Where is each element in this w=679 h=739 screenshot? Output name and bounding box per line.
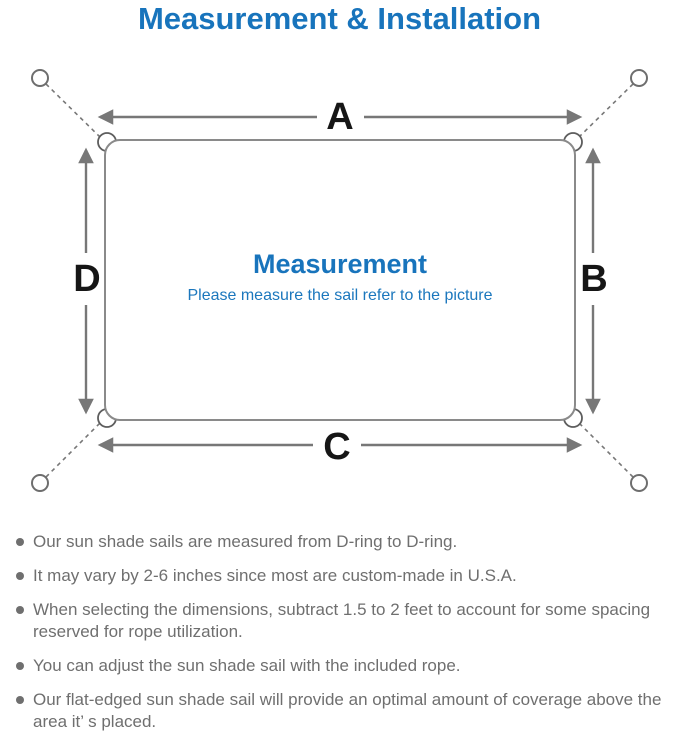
measurement-heading: Measurement (252, 249, 428, 279)
note-text: You can adjust the sun shade sail with t… (33, 656, 461, 675)
anchor-point-icon (31, 474, 49, 492)
sail-measurement-diagram (31, 69, 648, 492)
rope-line-top-left (45, 83, 102, 139)
note-item: When selecting the dimensions, subtract … (14, 599, 673, 643)
sail-center-text: Measurement Please measure the sail refe… (130, 248, 550, 305)
note-text: Our flat-edged sun shade sail will provi… (33, 690, 662, 731)
bullet-dot-icon (16, 538, 24, 546)
anchor-point-icon (31, 69, 49, 87)
dimension-arrows (78, 109, 601, 453)
rope-line-bottom-right (577, 421, 634, 478)
rope-line-bottom-left (45, 421, 102, 478)
note-text: Our sun shade sails are measured from D-… (33, 532, 458, 551)
rope-line-top-right (577, 83, 634, 139)
note-item: Our flat-edged sun shade sail will provi… (14, 689, 673, 733)
dimension-label-c: C (323, 426, 351, 468)
bullet-dot-icon (16, 662, 24, 670)
bullet-dot-icon (16, 606, 24, 614)
anchor-point-icon (630, 474, 648, 492)
dimension-label-d: D (73, 258, 101, 300)
measurement-subtitle: Please measure the sail refer to the pic… (187, 287, 493, 305)
anchor-points (31, 69, 648, 492)
note-item: Our sun shade sails are measured from D-… (14, 531, 673, 553)
note-text: When selecting the dimensions, subtract … (33, 600, 651, 641)
note-item: It may vary by 2-6 inches since most are… (14, 565, 673, 587)
dimension-label-b: B (580, 258, 608, 300)
page-title: Measurement & Installation (137, 1, 542, 36)
rope-lines (45, 83, 634, 478)
dimension-label-a: A (326, 96, 354, 138)
bullet-dot-icon (16, 572, 24, 580)
anchor-point-icon (630, 69, 648, 87)
instruction-notes: Our sun shade sails are measured from D-… (14, 531, 673, 739)
sail-outline (104, 139, 576, 421)
note-text: It may vary by 2-6 inches since most are… (33, 566, 517, 585)
bullet-dot-icon (16, 696, 24, 704)
note-item: You can adjust the sun shade sail with t… (14, 655, 673, 677)
